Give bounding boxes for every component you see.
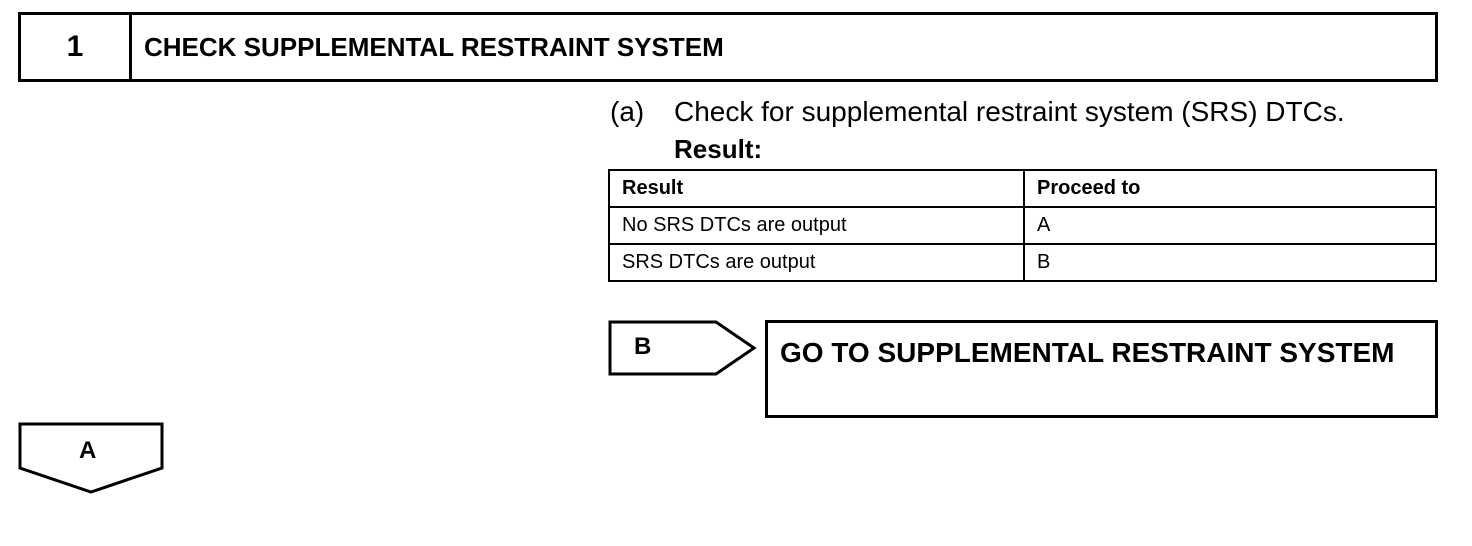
step-number: 1 [21, 15, 132, 79]
branch-b-label: B [634, 333, 652, 360]
table-cell-result: No SRS DTCs are output [608, 206, 1025, 245]
step-title: CHECK SUPPLEMENTAL RESTRAINT SYSTEM [144, 31, 724, 62]
instruction: (a) Check for supplemental restraint syst… [610, 96, 1345, 128]
column-header-result: Result [608, 169, 1025, 208]
table-cell-proceed-to: A [1023, 206, 1437, 245]
branch-a-label: A [79, 437, 97, 464]
table-cell-proceed-to: B [1023, 243, 1437, 282]
goto-text: GO TO SUPPLEMENTAL RESTRAINT SYSTEM [780, 337, 1395, 368]
instruction-tag: (a) [610, 96, 645, 127]
instruction-text: Check for supplemental restraint system … [674, 96, 1345, 127]
result-label: Result: [674, 134, 763, 164]
column-header-proceed-to: Proceed to [1023, 169, 1437, 208]
result-table: Result Proceed to No SRS DTCs are output… [608, 169, 1437, 282]
branch-b-arrow-icon [608, 320, 757, 376]
goto-box: GO TO SUPPLEMENTAL RESTRAINT SYSTEM [765, 320, 1438, 418]
table-row: SRS DTCs are output B [608, 243, 1437, 282]
branch-a-arrow-icon [18, 422, 164, 494]
step-header: 1 CHECK SUPPLEMENTAL RESTRAINT SYSTEM [18, 12, 1438, 82]
table-cell-result: SRS DTCs are output [608, 243, 1025, 282]
table-row: No SRS DTCs are output A [608, 206, 1437, 245]
table-header-row: Result Proceed to [608, 169, 1437, 208]
